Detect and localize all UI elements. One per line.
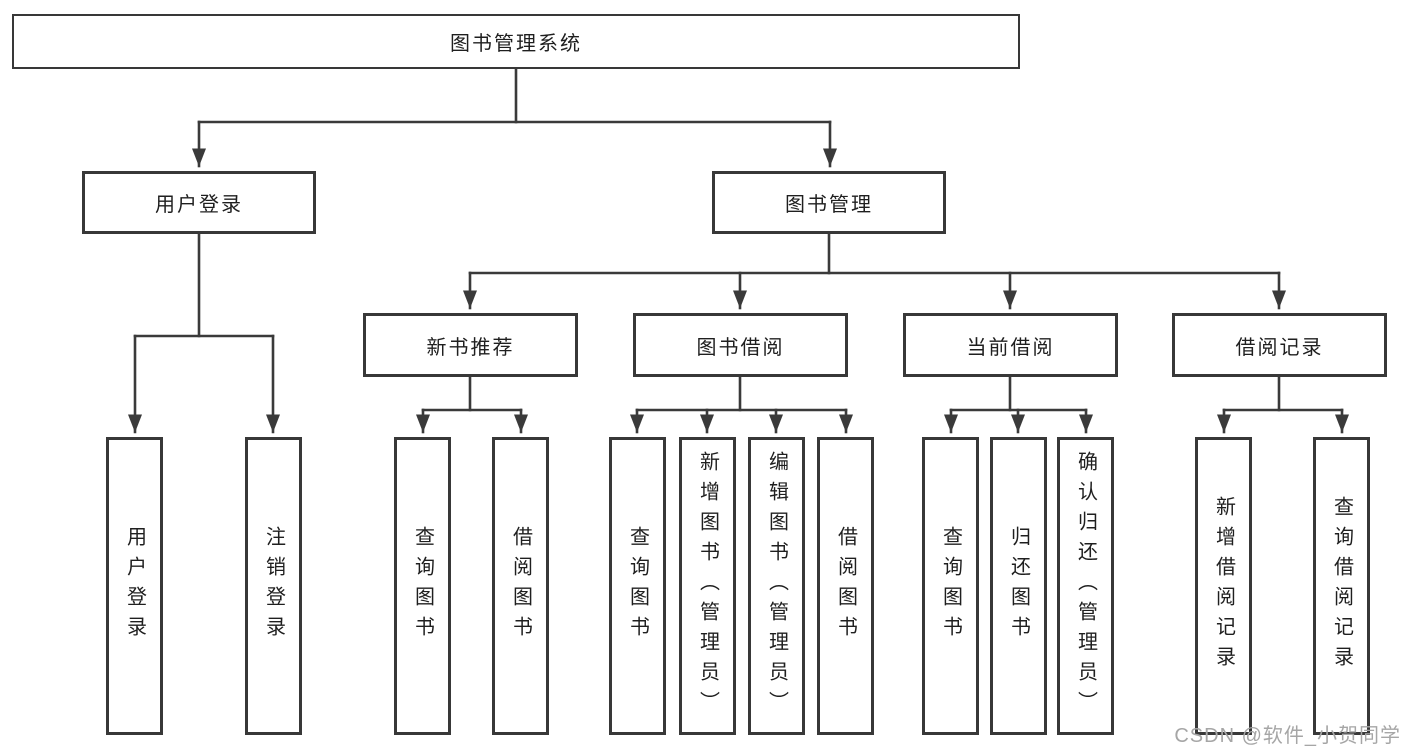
leaf-borrow-borrow-books: 借阅图书 — [817, 437, 874, 735]
leaf-current-query-books-label: 查询图书 — [939, 526, 962, 646]
node-new-book-recommend: 新书推荐 — [363, 313, 578, 377]
leaf-edit-book-admin-label: 编辑图书（管理员） — [765, 451, 788, 721]
node-root: 图书管理系统 — [12, 14, 1020, 69]
node-root-label: 图书管理系统 — [450, 33, 582, 55]
leaf-newrec-borrow-books: 借阅图书 — [492, 437, 549, 735]
csdn-watermark: CSDN @软件_小贺同学 — [1174, 725, 1401, 747]
leaf-newrec-borrow-books-label: 借阅图书 — [509, 526, 532, 646]
connector-book-management — [463, 232, 1286, 310]
leaf-return-books-label: 归还图书 — [1007, 526, 1030, 646]
leaf-query-borrow-record: 查询借阅记录 — [1313, 437, 1370, 735]
leaf-confirm-return-admin-label: 确认归还（管理员） — [1074, 451, 1097, 721]
node-book-borrowing: 图书借阅 — [633, 313, 848, 377]
connector-root — [192, 67, 837, 168]
leaf-current-query-books: 查询图书 — [922, 437, 979, 735]
leaf-newrec-query-books: 查询图书 — [394, 437, 451, 735]
leaf-logout-label: 注销登录 — [262, 526, 285, 646]
connector-new-book-recommend — [416, 375, 528, 434]
leaf-add-book-admin-label: 新增图书（管理员） — [696, 451, 719, 721]
leaf-add-borrow-record-label: 新增借阅记录 — [1212, 496, 1235, 676]
leaf-logout: 注销登录 — [245, 437, 302, 735]
node-user-login-label: 用户登录 — [155, 194, 243, 216]
leaf-add-book-admin: 新增图书（管理员） — [679, 437, 736, 735]
node-new-book-recommend-label: 新书推荐 — [426, 336, 515, 359]
leaf-borrow-query-books-label: 查询图书 — [626, 526, 649, 646]
node-borrow-records: 借阅记录 — [1172, 313, 1387, 377]
leaf-user-login: 用户登录 — [106, 437, 163, 735]
node-borrow-records-label: 借阅记录 — [1235, 336, 1324, 359]
node-current-borrowing-label: 当前借阅 — [966, 336, 1055, 359]
leaf-add-borrow-record: 新增借阅记录 — [1195, 437, 1252, 735]
leaf-newrec-query-books-label: 查询图书 — [411, 526, 434, 646]
node-book-management-label: 图书管理 — [785, 194, 873, 216]
node-current-borrowing: 当前借阅 — [903, 313, 1118, 377]
leaf-return-books: 归还图书 — [990, 437, 1047, 735]
leaf-confirm-return-admin: 确认归还（管理员） — [1057, 437, 1114, 735]
node-user-login: 用户登录 — [82, 171, 316, 234]
leaf-edit-book-admin: 编辑图书（管理员） — [748, 437, 805, 735]
leaf-borrow-query-books: 查询图书 — [609, 437, 666, 735]
connector-current-borrowing — [944, 375, 1093, 434]
leaf-borrow-borrow-books-label: 借阅图书 — [834, 526, 857, 646]
leaf-query-borrow-record-label: 查询借阅记录 — [1330, 496, 1353, 676]
node-book-management: 图书管理 — [712, 171, 946, 234]
leaf-user-login-label: 用户登录 — [123, 526, 146, 646]
connector-user-login — [128, 232, 280, 434]
node-book-borrowing-label: 图书借阅 — [696, 336, 785, 359]
connector-borrow-records — [1217, 375, 1349, 434]
connector-book-borrowing — [630, 375, 853, 434]
